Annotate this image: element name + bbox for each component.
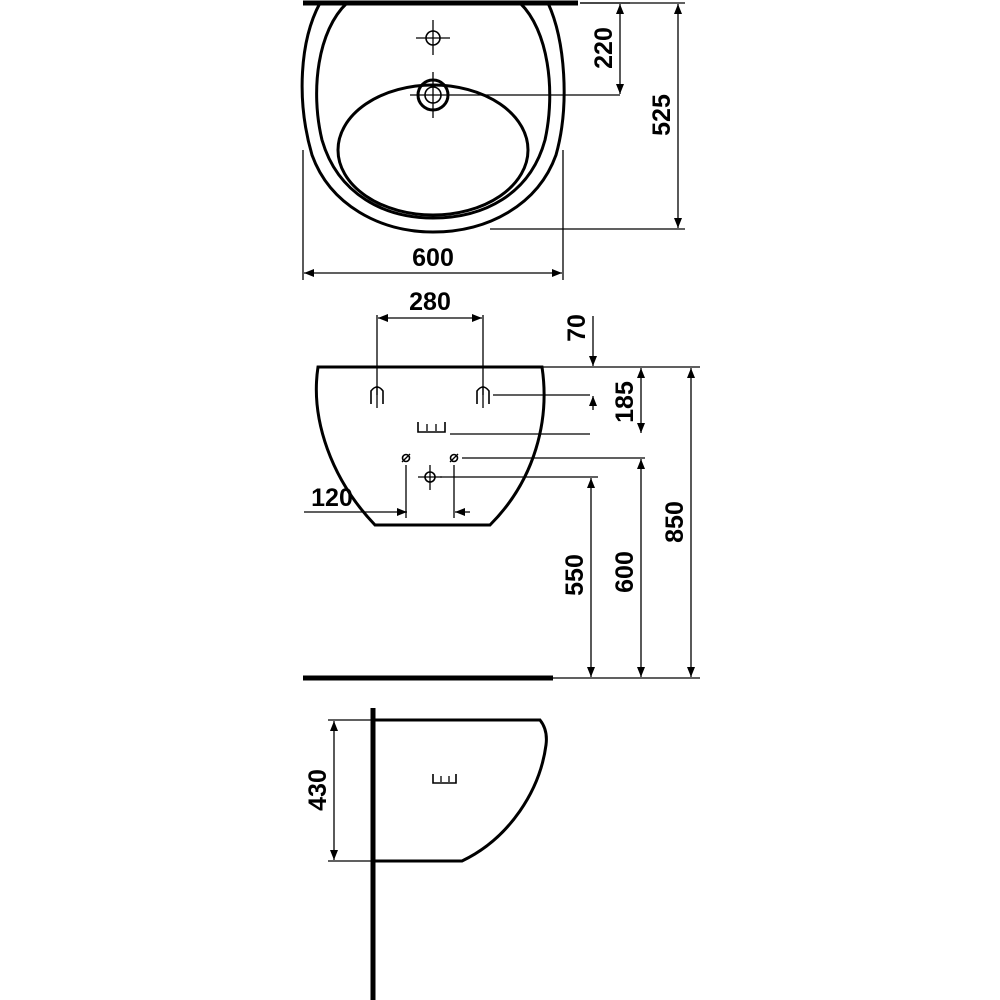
front-view: 280 [303,288,700,681]
overflow-icon [417,422,590,435]
dimension-label-height-550: 550 [561,554,589,596]
dimension-label-basin-height: 430 [304,769,332,811]
wall-bracket-icon-left [370,386,384,408]
dimension-label-bracket-spacing: 280 [409,288,451,316]
basin-outer-outline [300,2,566,234]
fixing-hole-icon-left [401,453,411,463]
dimension-label-rim-to-bracket: 70 [563,314,591,342]
fixing-hole-icon-right [449,453,645,463]
dimension-label-rim-to-overflow: 185 [611,381,639,423]
side-view: 430 [304,708,548,1000]
wall-bracket-icon-right [476,386,590,408]
tap-hole-icon [416,20,450,55]
dimension-label-depth: 525 [648,94,676,136]
overflow-icon-side [432,774,457,784]
basin-rim-outline [315,1,552,220]
basin-side-outline [373,718,548,863]
drain-icon [410,72,620,118]
waste-outlet-icon [418,465,598,490]
dimension-label-tap-hole: 220 [590,27,618,69]
dimension-label-waste-spacing: 120 [311,484,353,512]
dimension-label-height-600: 600 [611,551,639,593]
dimension-label-width: 600 [412,244,454,272]
dimension-label-height-850: 850 [661,501,689,543]
top-view: 600 220 525 [300,0,685,280]
basin-front-outline [314,365,546,527]
